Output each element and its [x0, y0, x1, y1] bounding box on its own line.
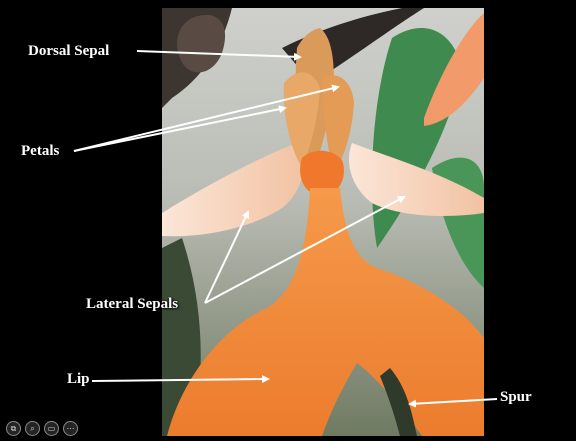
label-dorsal-sepal: Dorsal Sepal — [28, 43, 109, 60]
label-lateral-sepals: Lateral Sepals — [86, 296, 178, 313]
lateral-sepals-arrow-1 — [205, 212, 248, 303]
dorsal-sepal-arrow — [137, 51, 300, 57]
more-options-icon[interactable]: ⋯ — [63, 421, 78, 436]
petals-arrow-1 — [74, 108, 285, 151]
petals-arrow-2 — [74, 87, 338, 151]
label-spur: Spur — [500, 389, 532, 406]
subtitles-icon[interactable]: ▭ — [44, 421, 59, 436]
lateral-sepals-arrow-2 — [205, 197, 404, 303]
slide-thumbnails-icon[interactable]: ⧉ — [6, 421, 21, 436]
spur-arrow — [410, 399, 497, 404]
zoom-icon[interactable]: ⌕ — [25, 421, 40, 436]
label-lip: Lip — [67, 371, 90, 388]
label-petals: Petals — [21, 143, 59, 160]
lip-arrow — [92, 379, 268, 381]
slideshow-controls: ⧉ ⌕ ▭ ⋯ — [6, 421, 78, 436]
